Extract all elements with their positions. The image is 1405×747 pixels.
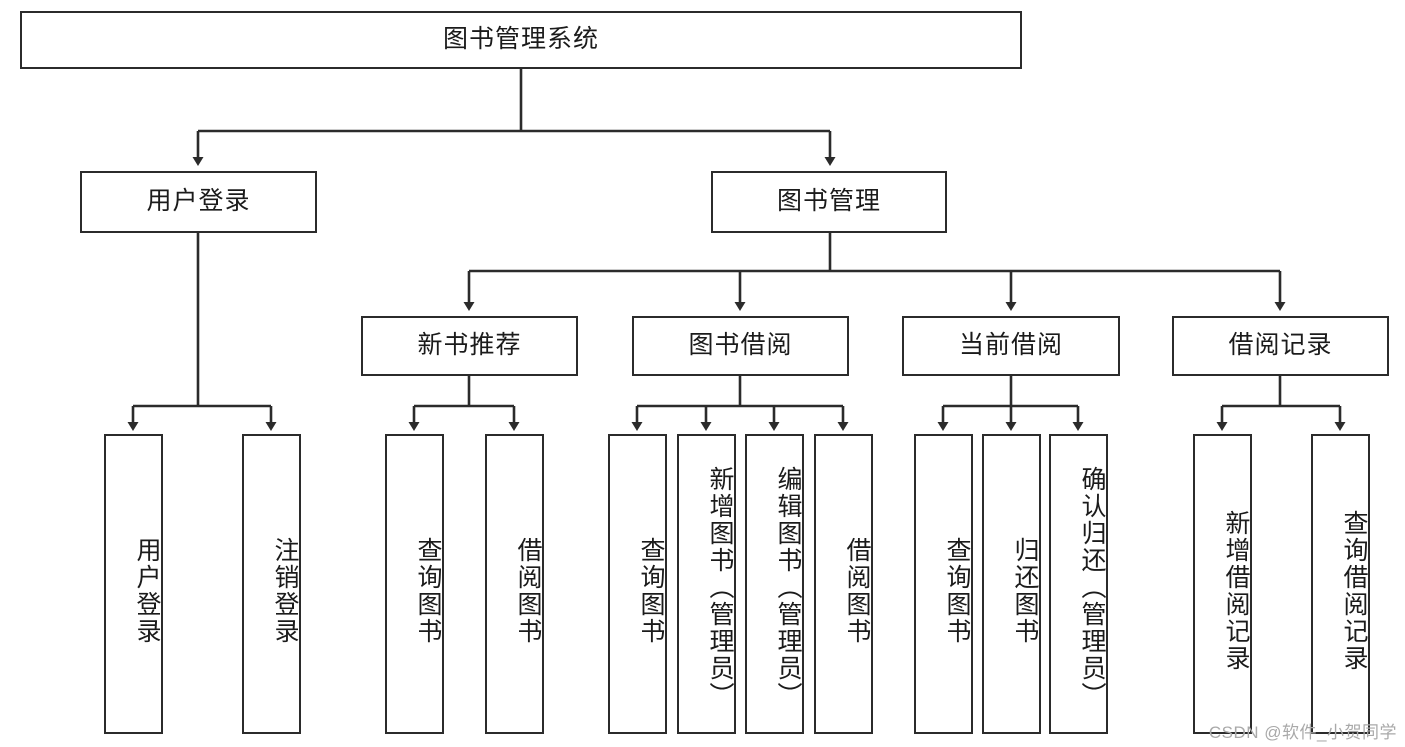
node-new-book-recommend[interactable]: 新书推荐 <box>361 316 578 376</box>
leaf-user-login[interactable]: 用户登录 <box>104 434 163 734</box>
leaf-borrow-book-2-label: 借阅图书 <box>843 537 871 645</box>
node-book-manage[interactable]: 图书管理 <box>711 171 947 233</box>
leaf-edit-book-label: 编辑图书（管理员） <box>774 465 802 709</box>
leaf-user-login-label: 用户登录 <box>133 537 161 645</box>
leaf-add-book[interactable]: 新增图书（管理员） <box>677 434 736 734</box>
leaf-query-record[interactable]: 查询借阅记录 <box>1311 434 1370 734</box>
leaf-edit-book[interactable]: 编辑图书（管理员） <box>745 434 804 734</box>
leaf-confirm-return[interactable]: 确认归还（管理员） <box>1049 434 1108 734</box>
node-borrow-record-label: 借阅记录 <box>1228 331 1333 360</box>
leaf-query-book-2[interactable]: 查询图书 <box>608 434 667 734</box>
leaf-query-book-1[interactable]: 查询图书 <box>385 434 444 734</box>
node-user-login[interactable]: 用户登录 <box>80 171 317 233</box>
leaf-query-book-1-label: 查询图书 <box>414 537 442 645</box>
node-root[interactable]: 图书管理系统 <box>20 11 1022 69</box>
node-book-borrow[interactable]: 图书借阅 <box>632 316 849 376</box>
leaf-logout-login-label: 注销登录 <box>271 537 299 645</box>
leaf-return-book[interactable]: 归还图书 <box>982 434 1041 734</box>
leaf-borrow-book-1[interactable]: 借阅图书 <box>485 434 544 734</box>
leaf-add-record-label: 新增借阅记录 <box>1222 510 1250 672</box>
node-book-manage-label: 图书管理 <box>776 187 881 216</box>
leaf-query-book-2-label: 查询图书 <box>637 537 665 645</box>
node-user-login-label: 用户登录 <box>146 187 251 216</box>
leaf-logout-login[interactable]: 注销登录 <box>242 434 301 734</box>
leaf-add-book-label: 新增图书（管理员） <box>706 465 734 709</box>
node-current-borrow-label: 当前借阅 <box>958 331 1063 360</box>
node-current-borrow[interactable]: 当前借阅 <box>902 316 1120 376</box>
leaf-query-book-3-label: 查询图书 <box>943 537 971 645</box>
leaf-return-book-label: 归还图书 <box>1011 537 1039 645</box>
leaf-add-record[interactable]: 新增借阅记录 <box>1193 434 1252 734</box>
leaf-confirm-return-label: 确认归还（管理员） <box>1078 465 1106 709</box>
node-borrow-record[interactable]: 借阅记录 <box>1172 316 1389 376</box>
node-book-borrow-label: 图书借阅 <box>688 331 793 360</box>
leaf-borrow-book-1-label: 借阅图书 <box>514 537 542 645</box>
leaf-query-record-label: 查询借阅记录 <box>1340 510 1368 672</box>
leaf-query-book-3[interactable]: 查询图书 <box>914 434 973 734</box>
csdn-watermark: CSDN @软件_小贺同学 <box>1208 723 1397 742</box>
node-root-label: 图书管理系统 <box>442 25 599 54</box>
leaf-borrow-book-2[interactable]: 借阅图书 <box>814 434 873 734</box>
node-new-book-recommend-label: 新书推荐 <box>417 331 522 360</box>
